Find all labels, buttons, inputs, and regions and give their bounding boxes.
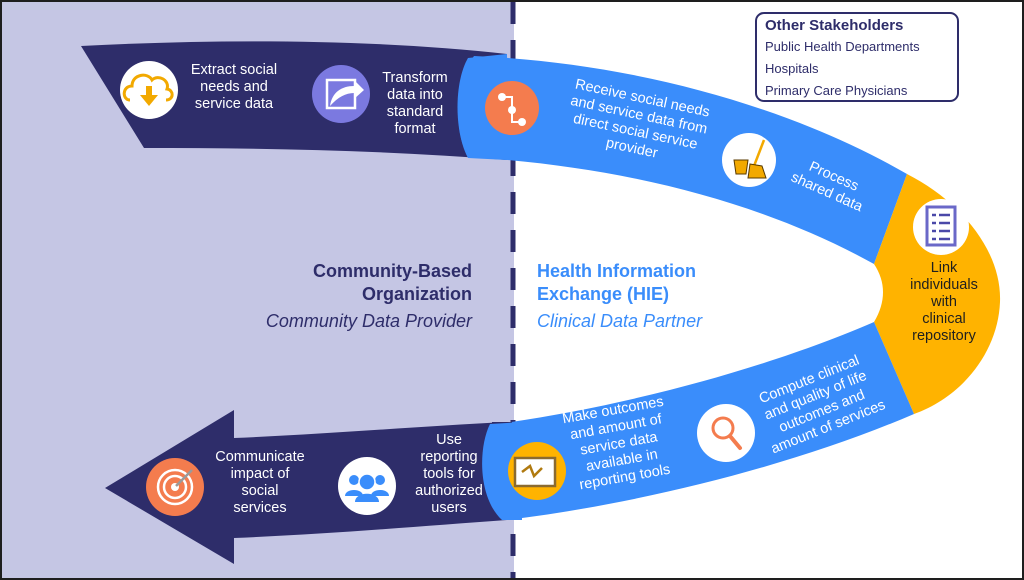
- dashboard-tablet-icon: [508, 442, 566, 500]
- target-icon: [146, 458, 204, 516]
- hie-org-title: Health Information Exchange (HIE): [537, 261, 697, 304]
- transform-arrow-icon: [312, 65, 370, 123]
- bottom-blue-cap: [482, 422, 522, 520]
- other-stakeholders-box: Other Stakeholders Public Health Departm…: [755, 12, 959, 102]
- route-icon: [485, 81, 539, 135]
- community-org-subtitle: Community Data Provider: [265, 311, 472, 331]
- stakeholder-item: Public Health Departments: [765, 39, 920, 54]
- stakeholder-item: Primary Care Physicians: [765, 83, 908, 98]
- top-navy-band: [81, 41, 507, 160]
- top-blue-cap: [457, 54, 507, 160]
- broom-bucket-icon: [722, 133, 776, 187]
- cloud-download-icon: [120, 61, 178, 119]
- checklist-icon: [913, 199, 969, 255]
- bottom-navy-arrow: [105, 410, 507, 564]
- gold-curve-band: [874, 174, 1001, 414]
- magnifier-icon: [697, 404, 755, 462]
- user-search-icon: [338, 457, 396, 515]
- community-org-title: Community-Based Organization: [312, 261, 472, 304]
- top-blue-band: [458, 56, 907, 264]
- stakeholder-item: Hospitals: [765, 61, 819, 76]
- hie-org-subtitle: Clinical Data Partner: [537, 311, 703, 331]
- stakeholders-title: Other Stakeholders: [765, 17, 904, 34]
